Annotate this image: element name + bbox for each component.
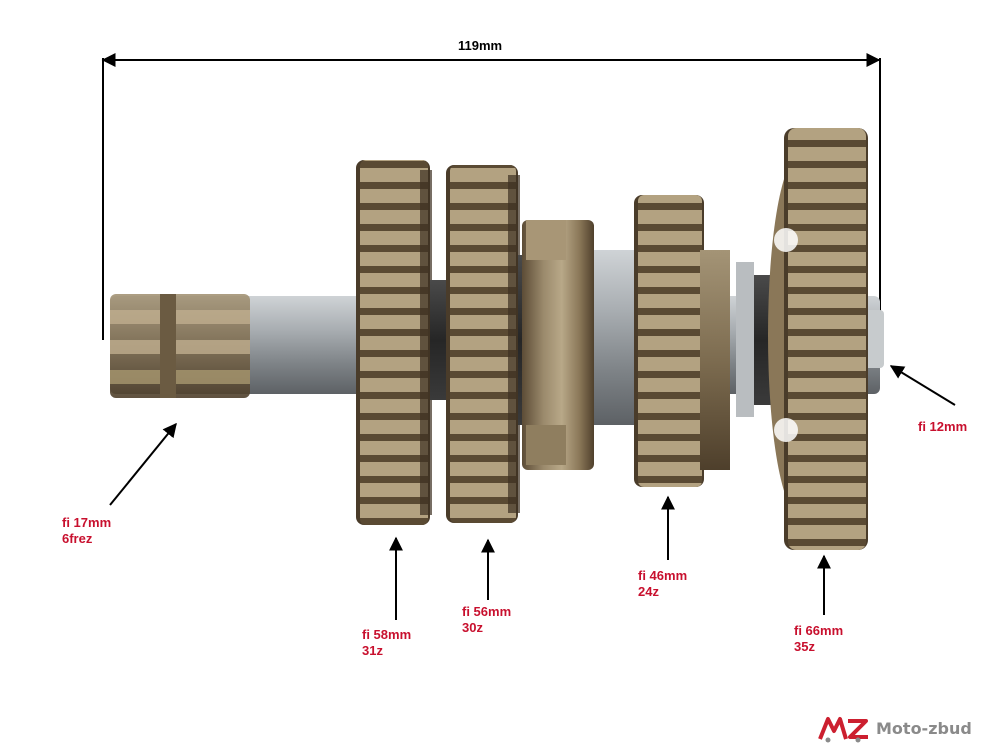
- callout-gear-66: fi 66mm 35z: [794, 623, 843, 655]
- callout-spline-count: 6frez: [62, 531, 93, 546]
- pointer-arrows: [109, 365, 956, 620]
- gear-46mm: [634, 195, 730, 487]
- gear-66mm: [768, 128, 868, 550]
- callout-gear-58: fi 58mm 31z: [362, 627, 411, 659]
- spacer: [430, 280, 450, 400]
- mz-logo-icon: [818, 717, 868, 743]
- callout-gear-56-teeth: 30z: [462, 620, 483, 635]
- callout-gear-58-diameter: fi 58mm: [362, 627, 412, 642]
- callout-gear-56-diameter: fi 56mm: [462, 604, 512, 619]
- length-label: 119mm: [458, 38, 503, 53]
- callout-spline-diameter: fi 17mm: [62, 515, 112, 530]
- callout-shaft-end: fi 12mm: [918, 419, 967, 435]
- splined-end: [110, 294, 250, 398]
- callout-shaft-end-diameter: fi 12mm: [918, 419, 968, 434]
- clutch-hub: [518, 220, 638, 470]
- arrow-spline: [109, 422, 177, 506]
- callout-gear-46-teeth: 24z: [638, 584, 659, 599]
- callout-gear-66-teeth: 35z: [794, 639, 815, 654]
- arrow-shaft-end: [889, 365, 956, 406]
- brand-watermark: Moto-zbud: [818, 712, 972, 744]
- callout-gear-56: fi 56mm 30z: [462, 604, 511, 636]
- brand-name: Moto-zbud: [876, 718, 972, 738]
- callout-gear-46-diameter: fi 46mm: [638, 568, 688, 583]
- gear-56mm: [446, 165, 520, 523]
- callout-gear-58-teeth: 31z: [362, 643, 383, 658]
- callout-gear-46: fi 46mm 24z: [638, 568, 687, 600]
- washer: [736, 262, 754, 417]
- callout-spline: fi 17mm 6frez: [62, 515, 111, 547]
- callout-gear-66-diameter: fi 66mm: [794, 623, 844, 638]
- gear-58mm: [356, 160, 432, 525]
- dimension-line: [101, 53, 881, 340]
